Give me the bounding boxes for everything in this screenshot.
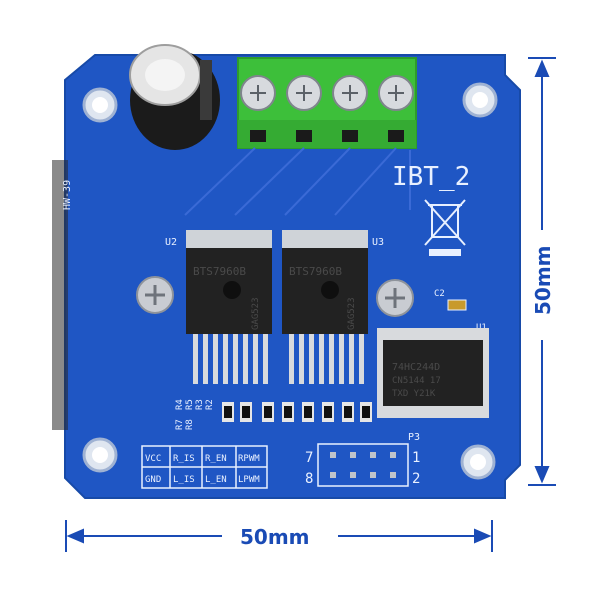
board-side-label: HW-39 [62, 180, 73, 210]
resistor-label-r8: R8 [185, 419, 195, 430]
terminal-screw-1 [240, 75, 276, 111]
capacitor-c2 [447, 299, 467, 311]
board-title: IBT_2 [392, 162, 470, 192]
pcb-traces [184, 147, 411, 216]
chip-pins-right [289, 334, 364, 384]
pin-label-table: VCC R_IS R_EN RPWM GND L_IS L_EN LPWM [141, 445, 268, 489]
motor-driver-chip-left: BTS7960B GAG523 [186, 230, 272, 334]
logic-chip: 74HC244D CN5144 17 TXD Y21K [377, 328, 489, 418]
terminal-screw-4 [378, 75, 414, 111]
width-dimension-label: 50mm [240, 525, 310, 549]
pin-l-en: L_EN [205, 475, 227, 485]
resistor-label-r2: R2 [205, 399, 215, 410]
resistor-label-r4: R4 [175, 399, 185, 410]
c2-label: C2 [434, 289, 445, 299]
pin-rpwm: RPWM [238, 454, 260, 464]
mounting-hole-bottom-right [460, 444, 496, 480]
chip-pins-left [193, 334, 268, 384]
header-number-1: 1 [412, 450, 420, 466]
header-number-8: 8 [305, 471, 313, 487]
pin-r-is: R_IS [173, 454, 195, 464]
motor-driver-chip-right: BTS7960B GAG523 [282, 230, 368, 334]
resistor-label-r7: R7 [175, 419, 185, 430]
mounting-hole-top-left [82, 87, 118, 123]
mounting-hole-bottom-left [82, 437, 118, 473]
pin-lpwm: LPWM [238, 475, 260, 485]
width-dimension [65, 520, 493, 552]
mounting-hole-top-right [462, 82, 498, 118]
chip-left-line2: GAG523 [251, 297, 261, 330]
pin-gnd: GND [145, 475, 161, 485]
resistor-labels: R7 R8 R4 R5 R3 R2 [175, 399, 215, 430]
height-dimension [528, 57, 556, 486]
p3-label: P3 [408, 432, 420, 443]
logic-chip-line1: 74HC244D [392, 362, 440, 373]
header-number-7: 7 [305, 450, 313, 466]
logic-chip-line2: CN5144 17 [392, 376, 441, 386]
pin-vcc: VCC [145, 454, 161, 464]
terminal-screw-3 [332, 75, 368, 111]
pin-header: 7 8 1 2 [305, 443, 420, 487]
logic-chip-line3: TXD Y21K [392, 389, 436, 399]
resistor-row [222, 402, 372, 422]
resistor-label-r3: R3 [195, 399, 205, 410]
header-number-2: 2 [412, 471, 420, 487]
pin-r-en: R_EN [205, 454, 227, 464]
pin-l-is: L_IS [173, 475, 195, 485]
chip-left-line1: BTS7960B [193, 265, 246, 278]
screw-right [376, 279, 414, 317]
terminal-screw-2 [286, 75, 322, 111]
screw-terminal-block [237, 57, 417, 149]
u2-label: U2 [165, 237, 177, 248]
u3-label: U3 [372, 237, 384, 248]
screw-left [136, 276, 174, 314]
board-edge [52, 160, 68, 430]
chip-right-line2: GAG523 [347, 297, 357, 330]
chip-right-line1: BTS7960B [289, 265, 342, 278]
capacitor [129, 44, 220, 150]
height-dimension-label: 50mm [531, 245, 555, 315]
weee-bin-icon [424, 199, 466, 256]
resistor-label-r5: R5 [185, 399, 195, 410]
